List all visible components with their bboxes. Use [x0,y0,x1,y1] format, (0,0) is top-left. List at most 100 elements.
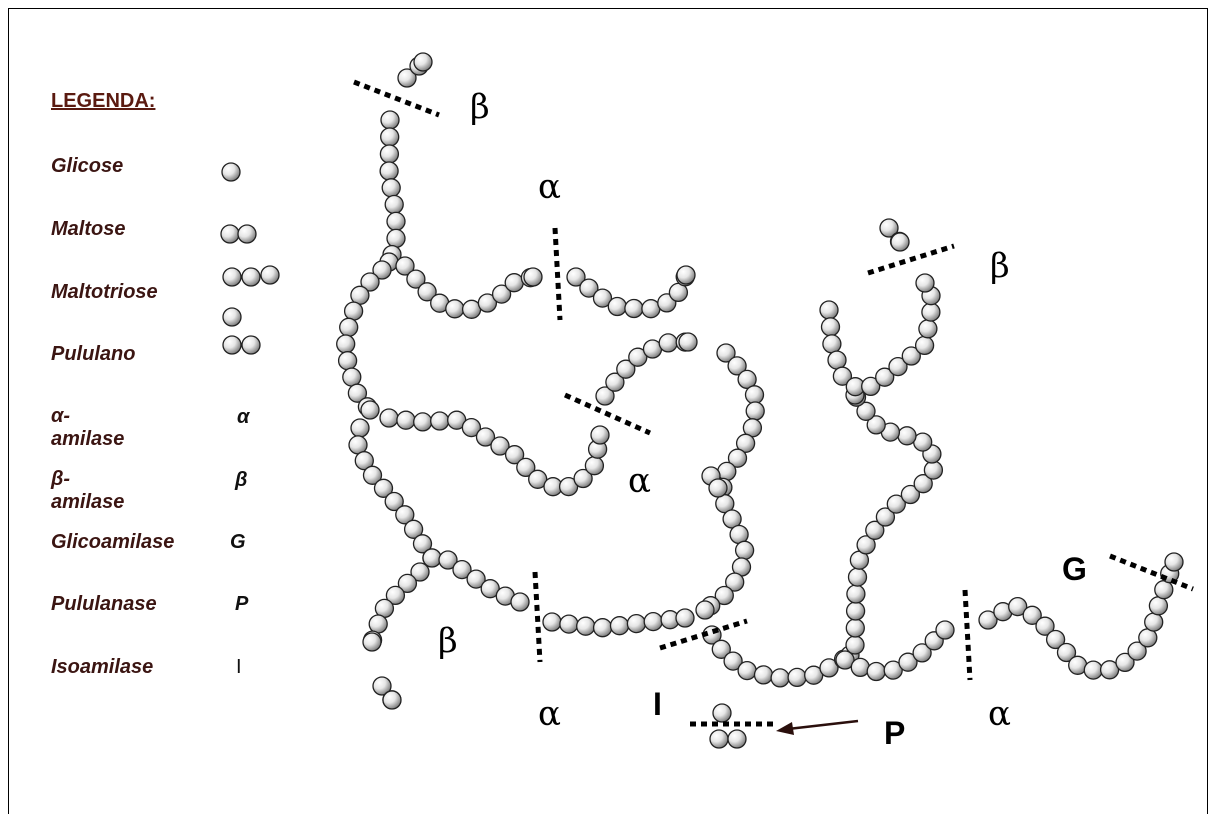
legend-label-beta-amilase: β-amilase [51,468,125,513]
glucose-bead [1144,612,1164,632]
glucose-bead [380,127,400,147]
cut-line-alpha-bottom-left [532,571,543,663]
glucose-bead [528,469,548,489]
glucose-bead [725,572,745,592]
glucose-bead [744,385,765,405]
glucose-bead [918,319,938,339]
glucose-bead [643,611,663,632]
glucose-bead [406,269,426,289]
glucose-bead [901,346,921,366]
glucose-bead [395,256,415,276]
glucose-bead [590,425,610,445]
glucose-icon [220,162,280,355]
glucose-bead [337,351,358,371]
glucose-bead [716,343,736,363]
glucose-bead [861,376,881,397]
label-beta-right: β [990,246,1010,286]
cut-line-beta-top [353,79,440,118]
glucose-icon [221,162,241,182]
glucose-bead [628,347,648,367]
glucose-bead [735,433,756,453]
legend-label-maltotriose: Maltotriose [51,281,158,303]
glucose-bead [504,445,525,465]
glucose-bead [607,296,627,317]
glucose-bead [382,690,402,710]
legend-label-isoamilase: Isoamilase [51,656,154,678]
glucose-bead [410,562,430,582]
glucose-bead [510,592,530,612]
legend-symbol-p: P [235,593,249,615]
glucose-bead [888,356,908,377]
legend-label-glicose: Glicose [51,155,124,177]
glucose-bead [935,620,955,640]
glucose-bead [886,494,906,514]
glucose-bead [438,550,458,570]
glucose-bead [820,317,841,337]
glucose-bead [850,657,870,678]
glucose-bead [1083,660,1103,680]
glucose-bead [1022,605,1042,625]
glucose-bead [846,584,866,604]
glucose-bead [373,478,394,498]
glucose-bead [360,400,380,420]
pullulan-fragment [712,703,732,723]
glucose-bead [339,317,359,337]
glucose-bead [396,410,416,430]
glucose-bead [845,601,866,621]
glucose-bead [395,505,415,525]
glucose-bead [350,418,370,438]
glucose-bead [866,415,886,435]
cut-line-alpha-bottom-right [962,589,973,681]
glucose-bead [832,366,853,386]
glucose-bead [827,350,847,370]
cut-line-i [659,618,748,651]
glucose-bead [914,335,935,356]
glucose-bead [695,600,715,620]
arrow-icon [776,719,859,735]
maltotriose-icon [241,267,261,287]
glucose-bead [466,569,486,589]
legend-label-glicoamilase: Glicoamilase [51,531,175,553]
glucose-bead [579,278,599,298]
glucose-bead [717,461,737,482]
glucose-bead [360,272,380,292]
glucose-bead [626,613,647,634]
glucose-bead [397,573,418,594]
glucose-bead [890,232,910,252]
glucose-bead [417,282,437,302]
legend-symbol-beta: β [235,469,248,491]
cleavage-sites [353,79,1194,727]
glucose-bead [1127,641,1147,661]
glucose-bead [737,660,757,681]
glucose-bead [978,610,998,630]
glucose-bead [347,383,368,403]
glucose-bead [430,411,450,431]
glucose-bead [787,667,807,688]
legend-symbol-alpha: α [237,406,250,428]
glucose-bead [711,639,731,659]
glucose-bead [379,144,400,164]
glucose-bead [847,567,868,587]
label-beta-bottom-left: β [438,621,458,661]
glucose-bead [819,300,839,320]
glucose-bead [516,457,536,478]
legend-label-pululano: Pululano [51,343,136,365]
glucose-bead [865,520,885,540]
glucose-bead [381,178,401,198]
glucose-bead [856,535,876,555]
glucose-bead [609,616,630,636]
glucose-bead [616,359,636,379]
glucose-bead [343,301,364,321]
glucose-bead [898,652,918,672]
glucose-bead [362,465,383,485]
legend-title: LEGENDA: [51,90,156,112]
glucose-bead [491,284,512,304]
glucose-bead [605,372,625,392]
glucose-bead [913,474,933,494]
glucose-bead [883,660,903,680]
glucose-bead [504,273,524,293]
glucose-bead [912,643,932,663]
pullulan-icon [241,335,261,355]
glucose-bead [592,288,613,308]
glucose-bead [559,614,579,634]
